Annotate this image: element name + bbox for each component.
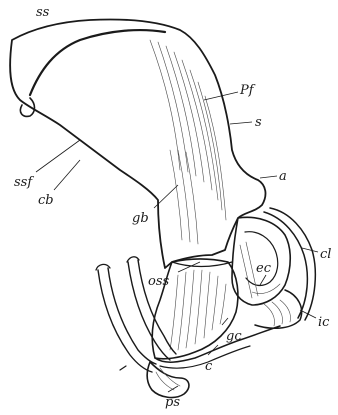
- label-ss: ss: [36, 5, 50, 20]
- leader-cb: [54, 160, 80, 190]
- leader-cl: [302, 248, 318, 252]
- interclavicle-shading: [264, 300, 291, 326]
- label-cl: cl: [320, 247, 331, 262]
- label-ssf: ssf: [14, 175, 34, 190]
- spine-curl: [20, 98, 34, 116]
- scapula-blade-outline: [10, 19, 265, 268]
- interclavicle: [255, 290, 302, 328]
- label-s: s: [255, 115, 262, 130]
- leader-gc: [222, 318, 228, 325]
- label-pf: Pf: [239, 83, 256, 98]
- rod-middle-cap: [127, 257, 139, 262]
- coracoid-suture: [172, 262, 232, 267]
- label-gc: gc: [226, 329, 242, 344]
- label-oss: oss: [148, 274, 169, 289]
- clavicle: [270, 208, 315, 320]
- spine-ridge: [30, 30, 165, 95]
- leader-s: [230, 122, 252, 124]
- precoracoid-lower: [155, 326, 280, 362]
- leader-gb: [154, 185, 178, 208]
- leader-a: [260, 176, 277, 178]
- blade-shading: [150, 40, 226, 244]
- label-ic: ic: [318, 315, 330, 330]
- leader-ps: [168, 386, 178, 392]
- leader-ic: [300, 310, 316, 318]
- ps-tick: [120, 366, 126, 370]
- leader-c: [208, 345, 218, 355]
- label-ec: ec: [256, 261, 272, 276]
- label-cb: cb: [38, 193, 54, 208]
- leader-ec: [260, 275, 266, 285]
- label-a: a: [279, 169, 287, 184]
- label-ps: ps: [165, 395, 180, 410]
- label-c: c: [205, 359, 213, 374]
- label-gb: gb: [132, 211, 149, 226]
